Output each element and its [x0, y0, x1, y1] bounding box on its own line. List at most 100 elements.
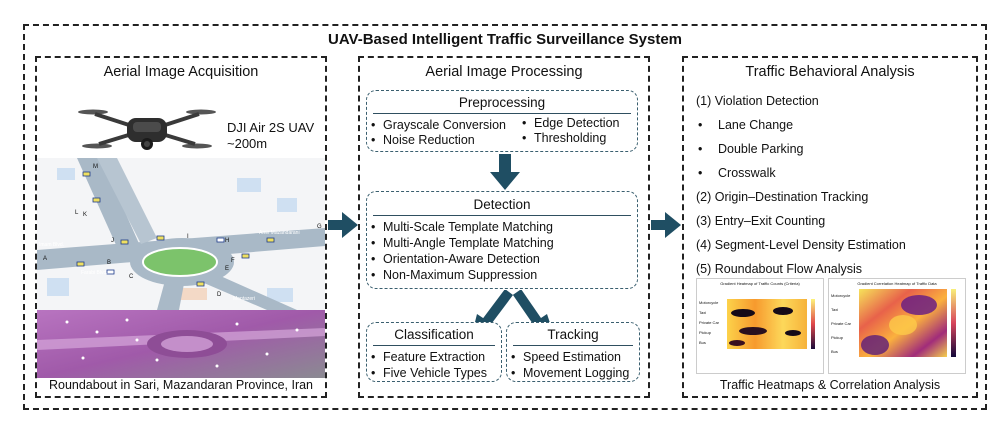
analysis-item-density: (4) Segment-Level Density Estimation: [696, 238, 906, 252]
item-text: Non-Maximum Suppression: [383, 268, 538, 282]
arrow-right-icon: [328, 212, 358, 238]
analysis-item-od-tracking: (2) Origin–Destination Tracking: [696, 190, 869, 204]
map-label-d: D: [217, 292, 222, 298]
heatmap-correlation-row-3: Private Car: [831, 321, 852, 326]
street-label-amir: Amir Mazandarani: [259, 230, 300, 236]
classification-title: Classification: [394, 327, 474, 342]
street-label-montazeri: Montazeri: [233, 296, 255, 302]
detection-item-2: •Multi-Angle Template Matching: [371, 236, 554, 250]
detection-item-1: • Multi-Scale Template Matching: [371, 220, 553, 234]
tracking-box: Tracking • Speed Estimation • Movement Log…: [506, 322, 640, 382]
map-label-j: J: [111, 238, 114, 244]
detection-item-4: • Non-Maximum Suppression: [371, 268, 537, 282]
item-text: Multi-Scale Template Matching: [383, 220, 553, 234]
preprocessing-item-3: • Noise Reduction: [371, 133, 475, 147]
analysis-item-double-parking: • Double Parking: [698, 142, 803, 156]
heatmap-correlation-row-2: Taxi: [831, 307, 839, 312]
bullet: •: [371, 133, 376, 147]
tracking-title: Tracking: [547, 327, 599, 342]
detection-title: Detection: [473, 197, 531, 212]
bullet: •: [698, 142, 703, 156]
drone-model: DJI Air 2S UAV: [227, 120, 315, 135]
map-label-a: A: [43, 256, 48, 262]
street-label-farabi: Farabi Blvd.: [81, 270, 108, 276]
drone-icon: [77, 102, 217, 162]
bullet: •: [522, 116, 527, 130]
drone-altitude: ~200m: [227, 136, 268, 151]
tracking-item-1: • Speed Estimation: [511, 350, 621, 364]
classification-rule: [373, 345, 495, 346]
item-text: Five Vehicle Types: [383, 366, 487, 380]
analysis-item-violation: (1) Violation Detection: [696, 94, 819, 108]
detection-box: Detection • Multi-Scale Template Matching…: [366, 191, 638, 289]
bullet: •: [371, 252, 376, 266]
bullet: •: [371, 118, 376, 132]
heatmap-counts: Gradient Heatmap of Traffic Counts (Crit…: [696, 278, 824, 374]
item-text: Grayscale Conversion: [383, 118, 506, 132]
street-label-imam: Imam Blvd.: [39, 242, 65, 248]
system-frame: UAV-Based Intelligent Traffic Surveillan…: [23, 24, 987, 410]
map-label-l: L: [75, 210, 79, 216]
bullet: •: [371, 366, 376, 380]
item-text: Crosswalk: [718, 166, 776, 180]
preprocessing-item-2: • Edge Detection: [522, 116, 619, 130]
item-text: Lane Change: [718, 118, 794, 132]
bullet: •: [371, 220, 376, 234]
heatmap-correlation: Gradient Correlation Heatmap of Traffic …: [828, 278, 966, 374]
drone-label: DJI Air 2S UAV ~200m: [227, 120, 314, 152]
map-label-m: M: [93, 164, 98, 170]
roundabout-map: M L K J A B C D E F G H I Imam Blvd. Ami…: [37, 158, 325, 310]
processing-panel: Aerial Image Processing Preprocessing • G…: [358, 56, 650, 398]
analysis-panel: Traffic Behavioral Analysis (1) Violatio…: [682, 56, 978, 398]
map-label-h: H: [225, 238, 230, 244]
analysis-item-lane-change: • Lane Change: [698, 118, 793, 132]
bullet: •: [371, 350, 376, 364]
classification-item-1: • Feature Extraction: [371, 350, 485, 364]
bullet: •: [511, 366, 516, 380]
aerial-photo: [37, 310, 325, 378]
tracking-rule: [513, 345, 633, 346]
item-text: Double Parking: [718, 142, 804, 156]
classification-item-2: • Five Vehicle Types: [371, 366, 487, 380]
item-text: Feature Extraction: [383, 350, 486, 364]
item-text: Speed Estimation: [523, 350, 621, 364]
map-label-g: G: [317, 224, 322, 230]
item-text: Edge Detection: [534, 116, 620, 130]
bullet: •: [522, 131, 527, 145]
acquisition-panel: Aerial Image Acquisition DJI Air 2S UAV …: [35, 56, 327, 398]
heatmap-counts-row-5: Bus: [699, 340, 706, 345]
preprocessing-item-1: • Grayscale Conversion: [371, 118, 506, 132]
bullet: •: [698, 118, 703, 132]
analysis-caption: Traffic Heatmaps & Correlation Analysis: [719, 378, 941, 392]
heatmap-counts-row-1: Motorcycle: [699, 300, 719, 305]
arrow-down-icon: [490, 154, 520, 190]
heatmap-counts-title: Gradient Heatmap of Traffic Counts (Crit…: [720, 281, 800, 286]
item-text: Multi-Angle Template Matching: [383, 236, 554, 250]
bullet: •: [371, 268, 376, 282]
tracking-item-2: • Movement Logging: [511, 366, 629, 380]
item-text: Noise Reduction: [383, 133, 475, 147]
detection-item-3: • Orientation-Aware Detection: [371, 252, 540, 266]
preprocessing-item-4: • Thresholding: [522, 131, 606, 145]
heatmap-counts-row-3: Private Car: [699, 320, 720, 325]
preprocessing-title: Preprocessing: [458, 95, 546, 110]
map-label-i: I: [187, 234, 189, 240]
item-text: Movement Logging: [523, 366, 630, 380]
heatmap-counts-row-2: Taxi: [699, 310, 707, 315]
arrow-right-icon: [651, 212, 681, 238]
heatmap-correlation-title: Gradient Correlation Heatmap of Traffic …: [857, 281, 937, 286]
item-text: Thresholding: [534, 131, 607, 145]
system-title: UAV-Based Intelligent Traffic Surveillan…: [327, 31, 682, 48]
analysis-item-roundabout-flow: (5) Roundabout Flow Analysis: [696, 262, 863, 276]
detection-rule: [373, 215, 631, 216]
bullet: •: [511, 350, 516, 364]
acquisition-title: Aerial Image Acquisition: [103, 64, 259, 80]
preprocessing-rule: [373, 113, 631, 114]
item-text: Orientation-Aware Detection: [383, 252, 540, 266]
bullet: •: [698, 166, 703, 180]
map-label-c: C: [129, 274, 134, 280]
heatmap-correlation-row-5: Bus: [831, 349, 838, 354]
processing-title: Aerial Image Processing: [425, 64, 583, 80]
analysis-item-crosswalk: • Crosswalk: [698, 166, 776, 180]
classification-box: Classification • Feature Extraction • Five…: [366, 322, 502, 382]
